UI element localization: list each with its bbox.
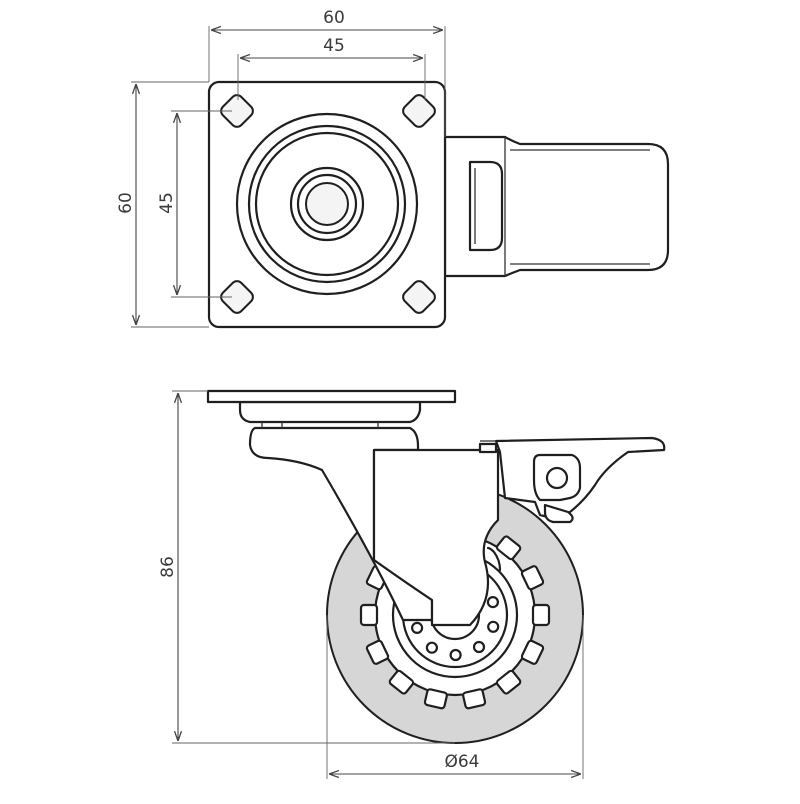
wheel-teeth bbox=[359, 520, 551, 710]
dim-side-45-label: 45 bbox=[157, 192, 177, 214]
wheel-tooth bbox=[520, 565, 545, 591]
top-plate-side bbox=[206, 389, 457, 428]
dim-height-86: 86 bbox=[158, 390, 455, 744]
hub-hole bbox=[449, 648, 462, 662]
dim-wheel-diameter: Ø64 bbox=[326, 615, 584, 779]
dim-top-45-label: 45 bbox=[323, 36, 345, 56]
wheel-tooth bbox=[462, 688, 487, 710]
dim-wheel-diameter-label: Ø64 bbox=[444, 752, 479, 772]
hub-hole bbox=[411, 621, 424, 635]
dim-top-60-label: 60 bbox=[323, 8, 345, 28]
hub-hole bbox=[472, 640, 486, 654]
wheel-tooth bbox=[365, 639, 390, 665]
wheel-tooth bbox=[388, 669, 415, 695]
mounting-holes bbox=[220, 94, 436, 314]
wheel-tooth bbox=[423, 688, 448, 710]
dim-top-45: 45 bbox=[237, 36, 426, 100]
dim-side-60: 60 bbox=[116, 81, 209, 328]
dim-height-86-label: 86 bbox=[158, 556, 178, 578]
wheel-tooth bbox=[359, 603, 379, 627]
side-view: 86 Ø64 bbox=[158, 389, 666, 779]
wheel-tooth bbox=[520, 639, 545, 665]
brake-top bbox=[443, 135, 670, 278]
dim-side-45: 45 bbox=[157, 110, 232, 298]
hub-hole bbox=[487, 620, 500, 633]
dim-top-60: 60 bbox=[208, 8, 446, 137]
wheel-tooth bbox=[531, 603, 551, 627]
swivel-bearing bbox=[235, 112, 419, 296]
top-view: 60 45 60 45 bbox=[116, 8, 670, 329]
wheel-tooth bbox=[495, 535, 522, 561]
brake-lever bbox=[478, 436, 666, 524]
hub-hole bbox=[425, 641, 438, 654]
fork-leg bbox=[372, 448, 500, 627]
wheel-tooth bbox=[495, 669, 522, 695]
hub-hole bbox=[486, 595, 499, 609]
dim-side-60-label: 60 bbox=[116, 192, 136, 214]
